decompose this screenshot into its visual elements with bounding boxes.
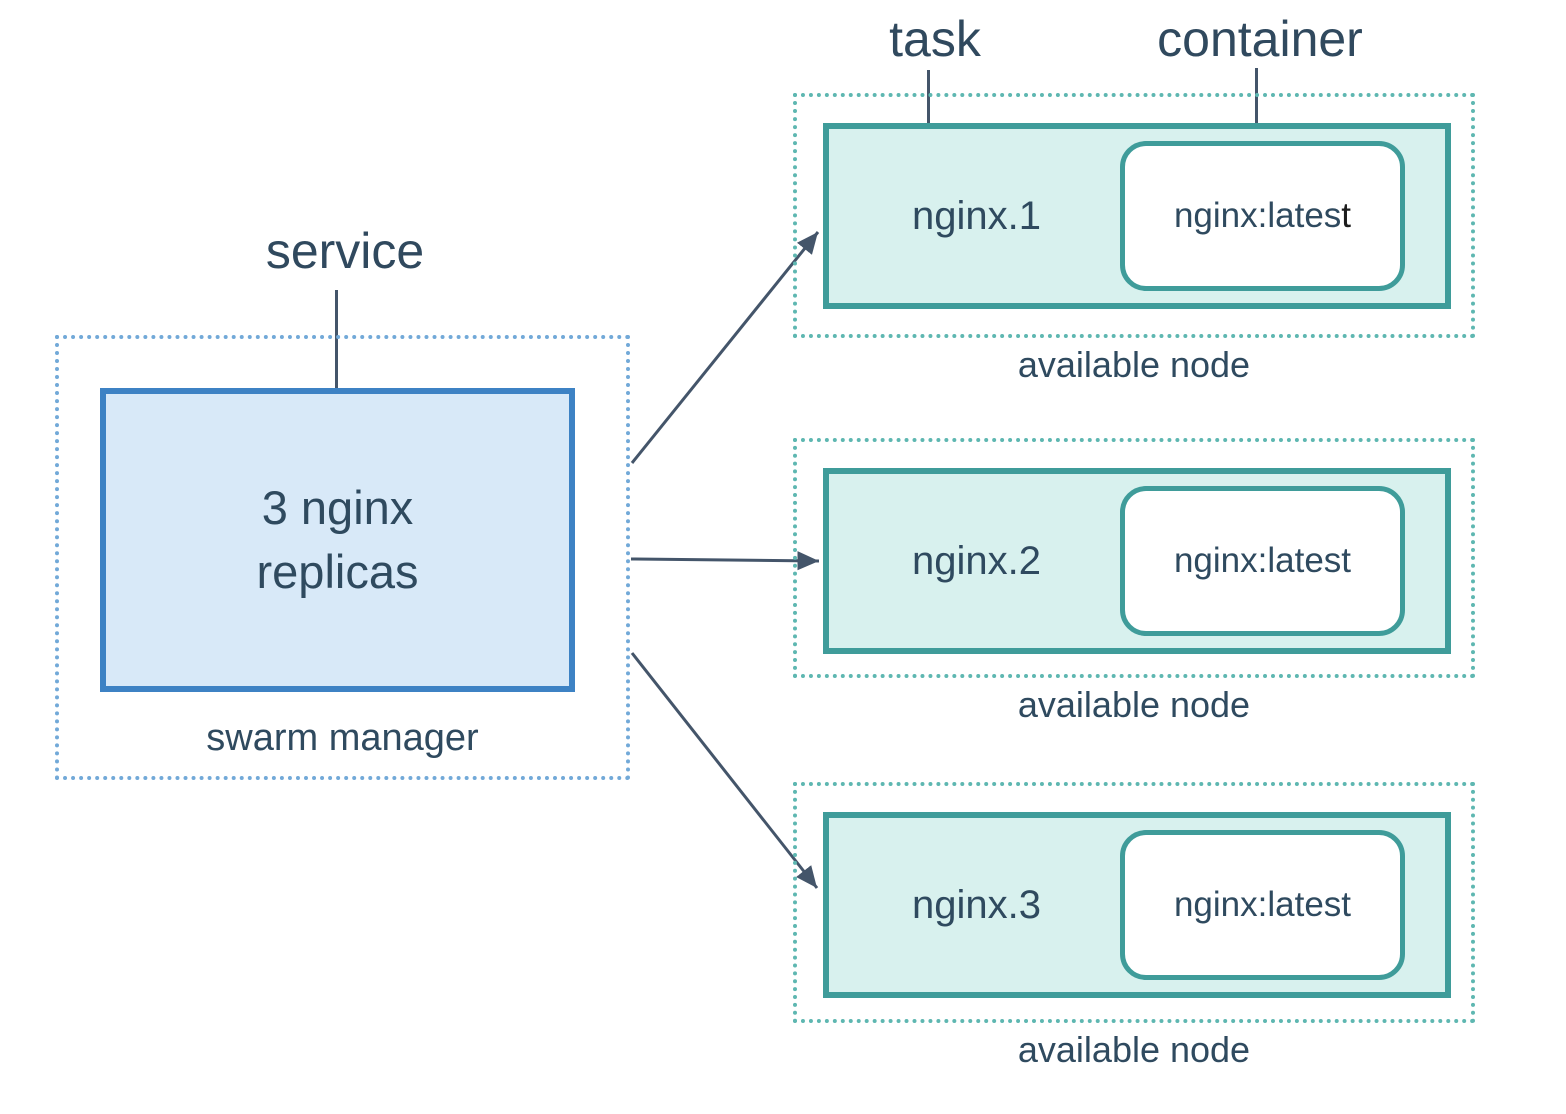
arrow-service-to-node-1: [630, 231, 820, 464]
task-pointer-line: [927, 70, 930, 168]
service-label: service: [265, 223, 425, 279]
container-box-2: nginx:latest: [1120, 486, 1405, 636]
container-image-1-tail: t: [1341, 196, 1352, 235]
arrow-service-to-node-3: [630, 652, 819, 889]
container-image-2: nginx:latest: [1173, 541, 1352, 580]
service-box: 3 nginx replicas: [100, 388, 575, 692]
task-name-2: nginx.2: [912, 538, 1041, 583]
task-label: task: [889, 11, 981, 67]
node-2-caption: available node: [1017, 684, 1251, 725]
node-1-caption: available node: [1017, 344, 1251, 385]
task-name-1: nginx.1: [912, 193, 1041, 238]
service-pointer-line: [335, 290, 338, 455]
swarm-manager-group: 3 nginx replicas swarm manager: [55, 335, 630, 780]
task-box-2: nginx.2 nginx:latest: [823, 468, 1451, 654]
node-3: nginx.3 nginx:latest available node: [793, 782, 1475, 1070]
node-3-caption: available node: [1017, 1029, 1251, 1070]
container-pointer-line: [1255, 68, 1258, 172]
task-name-3: nginx.3: [912, 882, 1041, 927]
container-label: container: [1157, 11, 1363, 67]
arrow-service-to-node-2: [630, 551, 820, 571]
container-image-1: nginx:lates: [1173, 196, 1342, 235]
container-box-3: nginx:latest: [1120, 830, 1405, 980]
container-image-3: nginx:latest: [1173, 885, 1352, 924]
service-box-text-line1: 3 nginx: [261, 481, 414, 534]
task-box-3: nginx.3 nginx:latest: [823, 812, 1451, 998]
service-box-text-line2: replicas: [256, 545, 419, 598]
node-2: nginx.2 nginx:latest available node: [793, 438, 1475, 725]
swarm-manager-caption: swarm manager: [206, 717, 479, 759]
